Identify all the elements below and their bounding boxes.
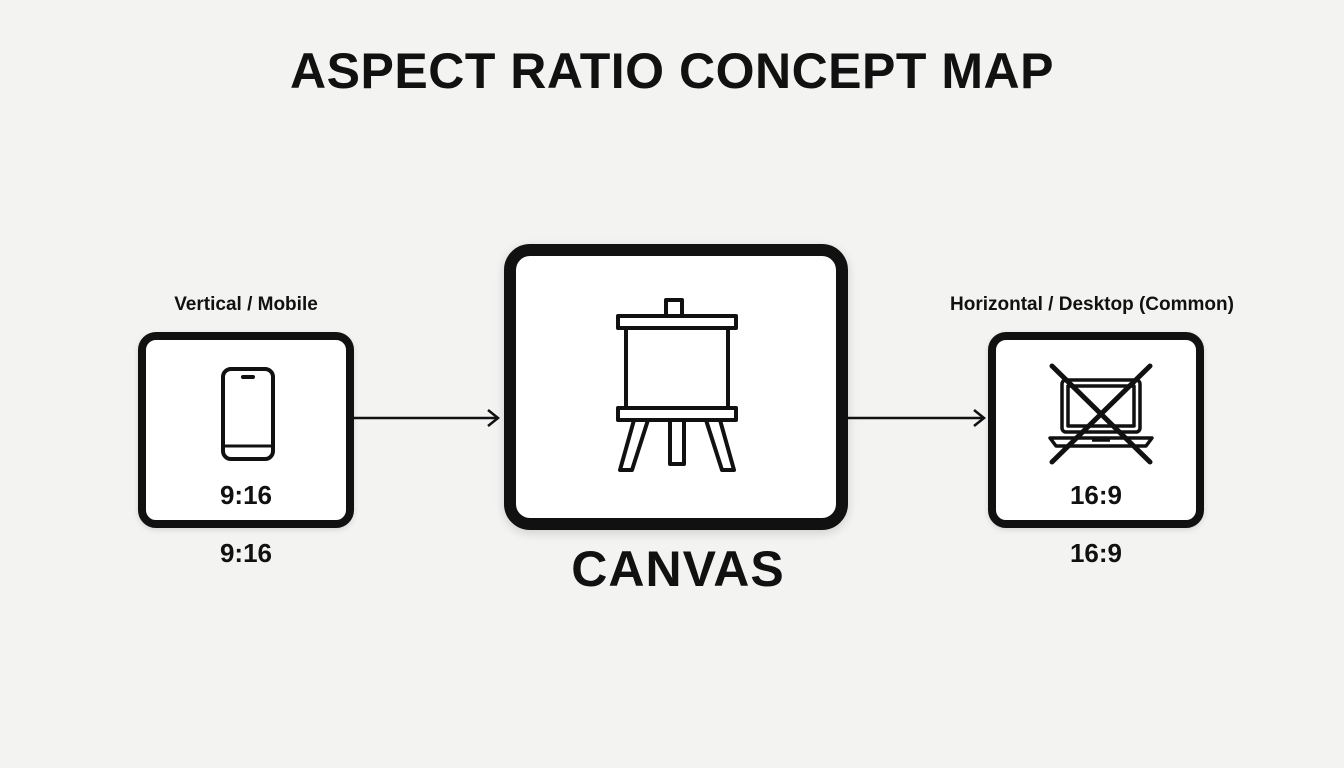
horizontal-ratio-inside: 16:9 bbox=[1069, 480, 1123, 510]
canvas-label: CANVAS bbox=[571, 541, 785, 597]
easel-icon bbox=[616, 298, 738, 472]
canvas-node bbox=[504, 244, 848, 530]
arrow-left-to-canvas-head bbox=[487, 409, 501, 427]
horizontal-desktop-node: 16:9 bbox=[988, 332, 1204, 528]
vertical-ratio-below: 9:16 bbox=[219, 538, 273, 568]
page-title: ASPECT RATIO CONCEPT MAP bbox=[290, 43, 1054, 99]
arrow-canvas-to-right-head bbox=[973, 409, 987, 427]
horizontal-desktop-label: Horizontal / Desktop (Common) bbox=[950, 294, 1234, 315]
vertical-ratio-inside: 9:16 bbox=[219, 480, 273, 510]
vertical-mobile-node: 9:16 bbox=[138, 332, 354, 528]
smartphone-icon bbox=[221, 367, 275, 461]
horizontal-ratio-below: 16:9 bbox=[1069, 538, 1123, 568]
crossed-laptop-icon bbox=[1048, 363, 1154, 465]
vertical-mobile-label: Vertical / Mobile bbox=[174, 294, 318, 315]
